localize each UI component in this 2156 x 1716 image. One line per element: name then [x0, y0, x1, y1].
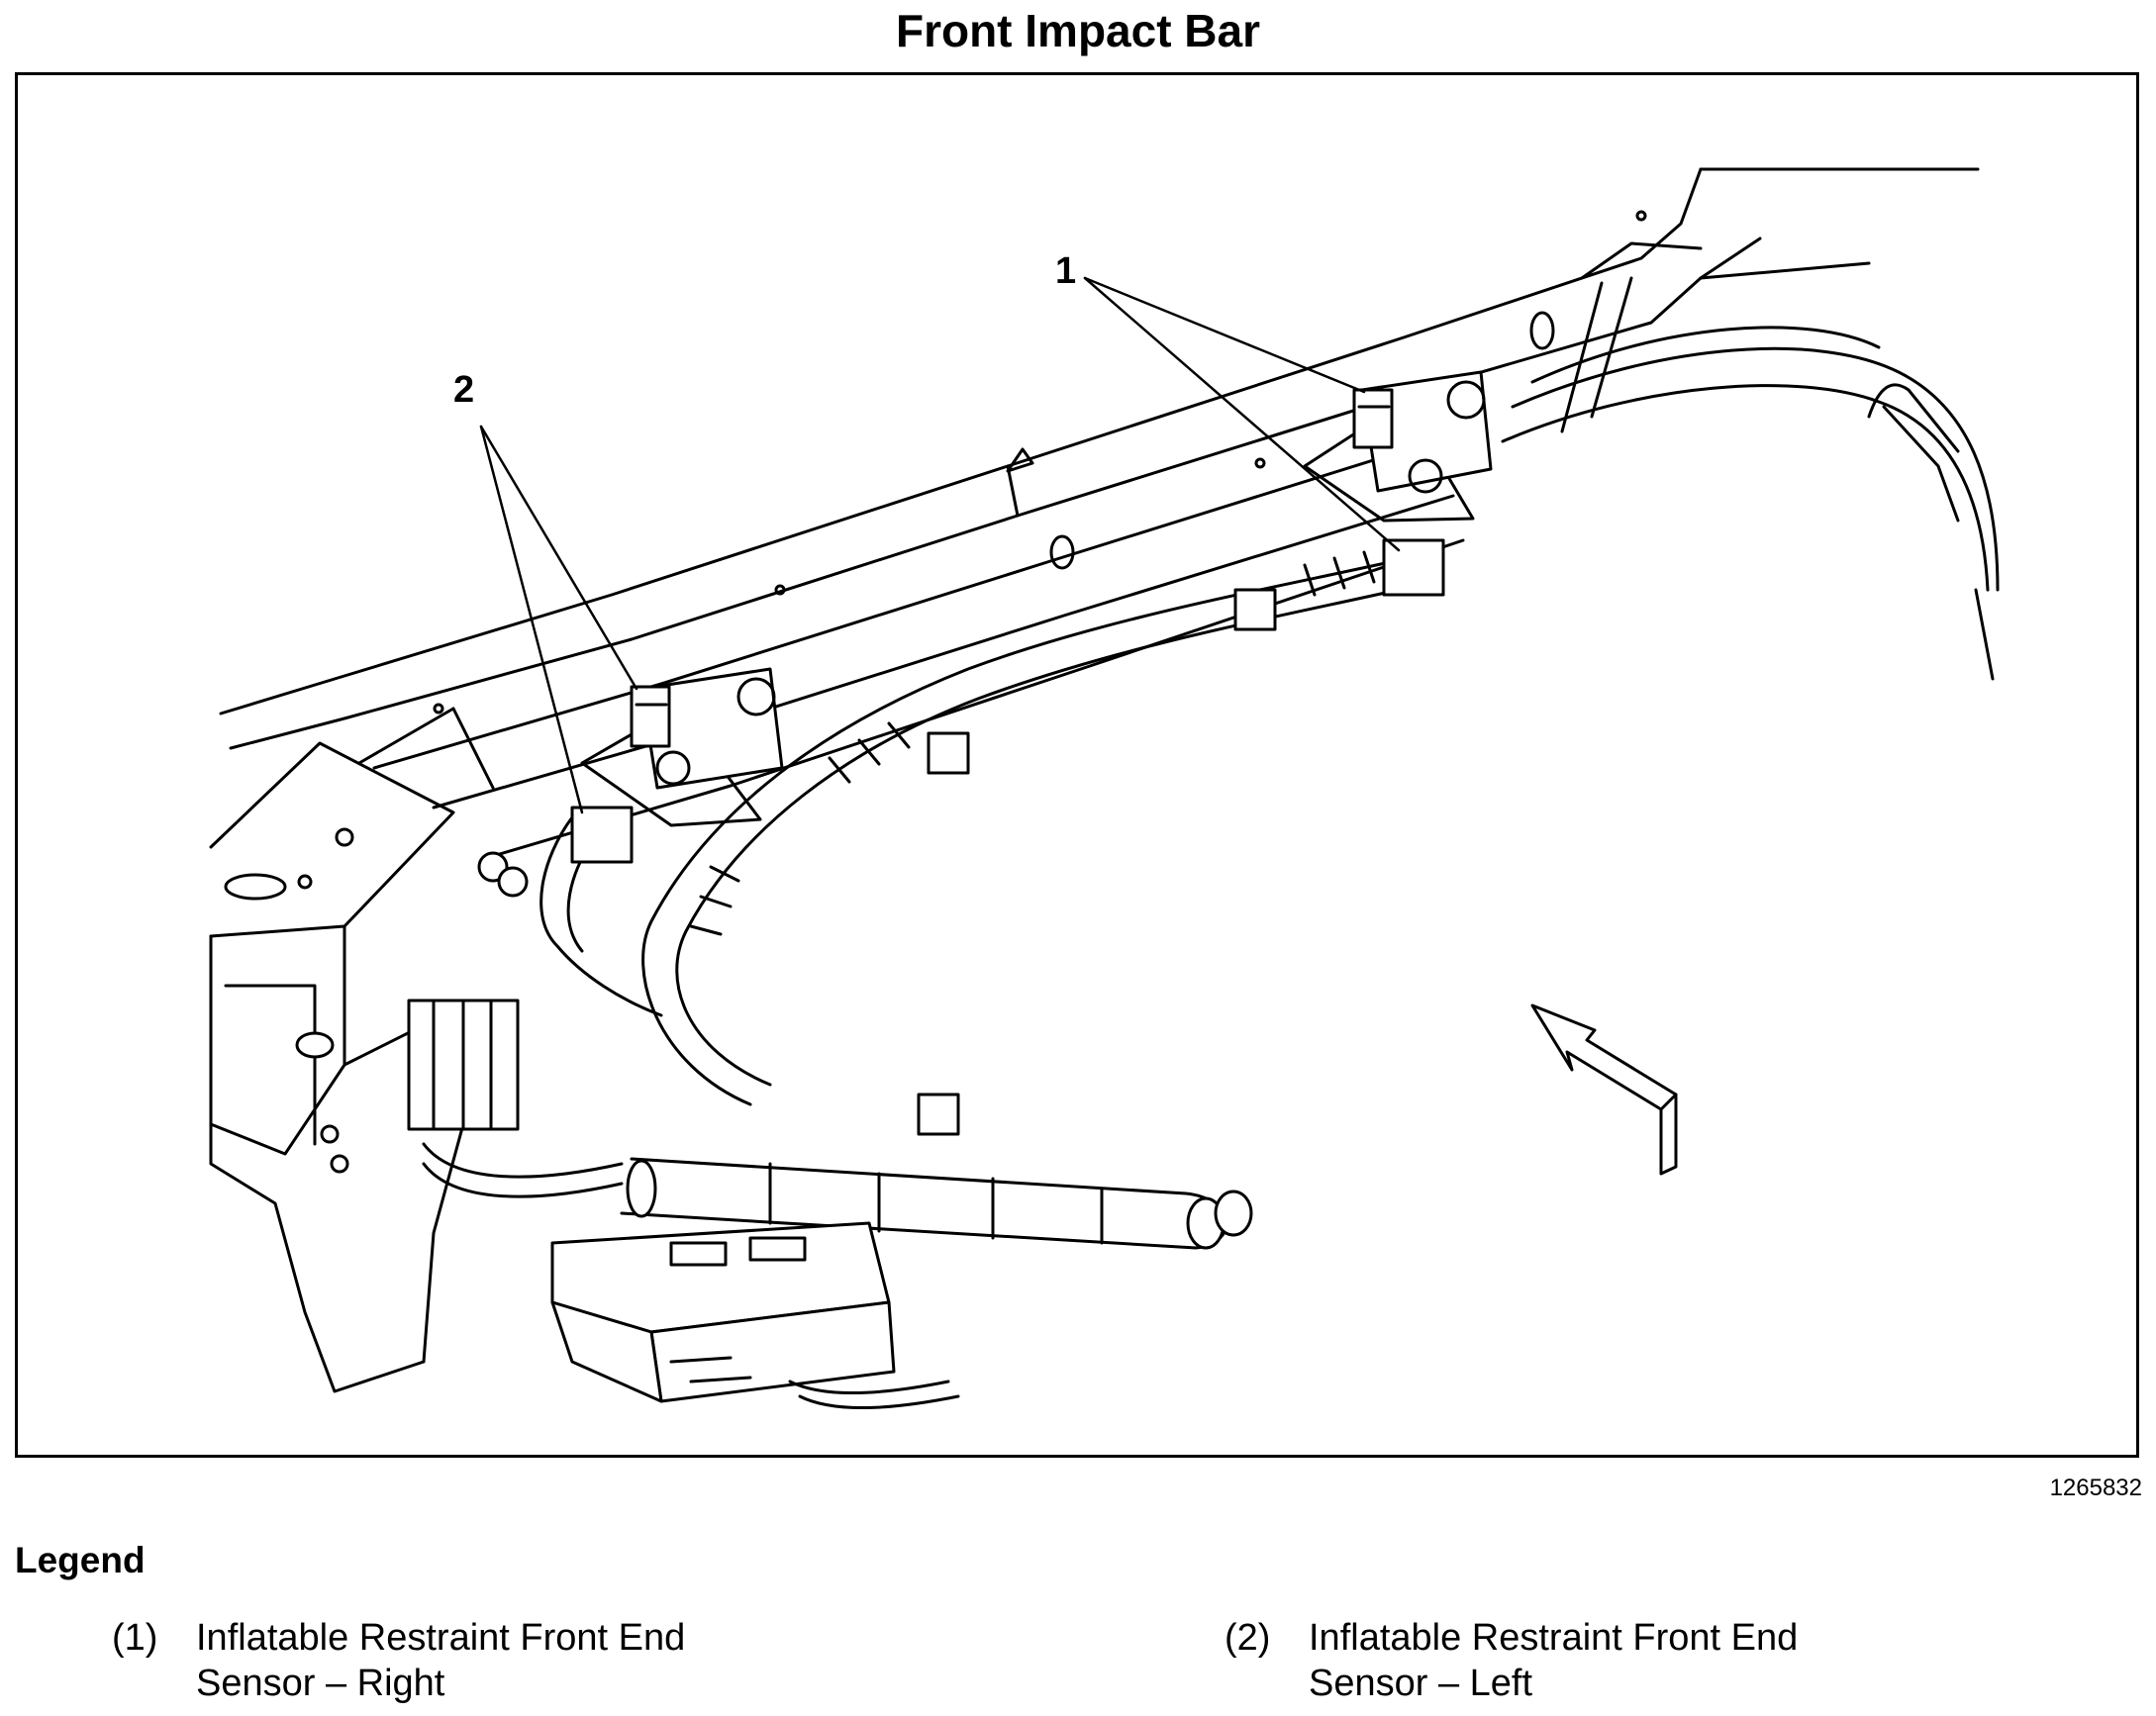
legend-heading: Legend [15, 1540, 146, 1580]
legend-text-line: Sensor – Left [1309, 1663, 1533, 1704]
legend-text: Inflatable Restraint Front End Sensor – … [1309, 1615, 2002, 1706]
figure-id: 1265832 [2049, 1475, 2142, 1501]
forward-arrow-icon [1530, 1003, 1678, 1176]
right-frame-rail [1501, 276, 2000, 681]
left-frame-bracket [209, 707, 529, 1393]
legend-text-line: Inflatable Restraint Front End [196, 1617, 686, 1659]
page-title: Front Impact Bar [895, 5, 1261, 56]
legend-number: (1) [112, 1617, 158, 1659]
control-module [550, 1221, 960, 1409]
diagram-frame: 1 2 [15, 72, 2139, 1458]
legend-text: Inflatable Restraint Front End Sensor – … [196, 1615, 889, 1706]
right-sensor [1303, 370, 1493, 523]
legend-text-line: Sensor – Right [196, 1663, 445, 1704]
front-impact-bar-illustration: 1 2 [209, 167, 2000, 1409]
impact-bar [219, 167, 1980, 861]
wiring-harness [422, 538, 1445, 1250]
left-sensor [580, 667, 784, 827]
legend-number: (2) [1225, 1617, 1271, 1659]
leader-lines [479, 276, 1401, 814]
callout-2: 2 [453, 369, 474, 411]
callout-1: 1 [1055, 250, 1076, 292]
legend-text-line: Inflatable Restraint Front End [1309, 1617, 1799, 1659]
